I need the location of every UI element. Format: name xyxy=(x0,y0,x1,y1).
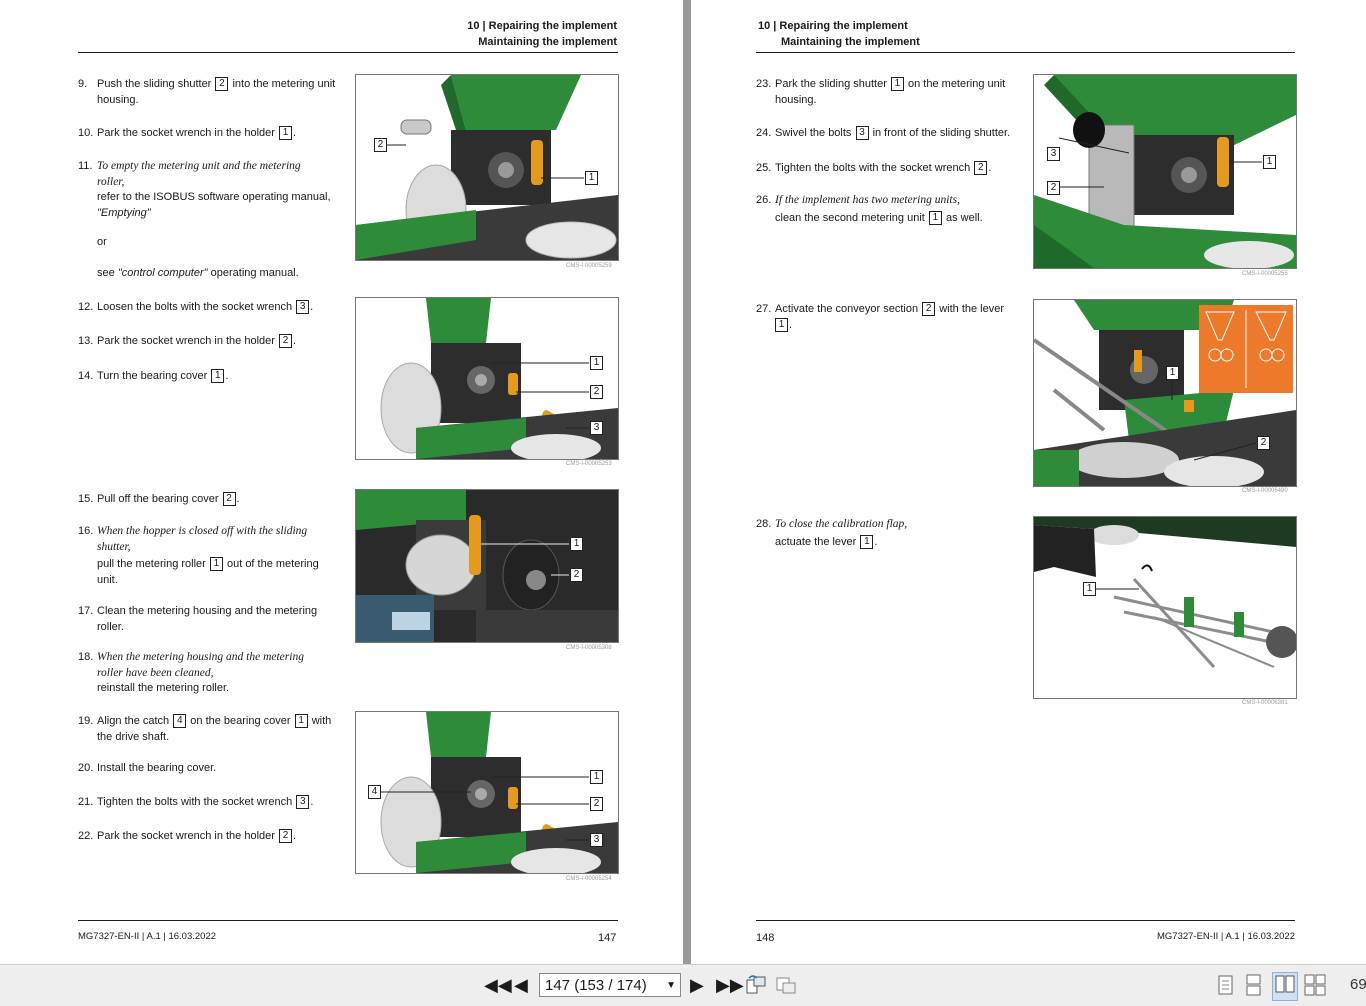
two-page-view-icon[interactable] xyxy=(1272,972,1298,1001)
two-page-continuous-view-icon[interactable] xyxy=(1304,974,1326,1001)
callout-box: 1 xyxy=(294,714,308,729)
right-page: 10 | Repairing the implement Maintaining… xyxy=(691,0,1366,964)
callout-1: 1 xyxy=(1263,155,1276,169)
callout-2: 2 xyxy=(1257,436,1270,450)
viewer-toolbar: ◀◀ ◀ 147 (153 / 174) ▼ ▶ ▶▶ 69 xyxy=(0,964,1366,1006)
figure-code: CMS-I-00006490 xyxy=(1242,488,1288,494)
single-page-view-icon[interactable] xyxy=(1218,974,1234,1001)
callout-1: 1 xyxy=(590,356,603,370)
figure-metering-unit-shutter: 2 1 xyxy=(355,74,619,261)
header-section: Maintaining the implement xyxy=(781,36,920,48)
callout-box: 2 xyxy=(279,334,292,349)
callout-box: 1 xyxy=(890,77,904,92)
callout-2: 2 xyxy=(590,797,603,811)
callout-box: 2 xyxy=(279,829,292,844)
callout-box: 2 xyxy=(974,161,988,176)
footer-doc-id: MG7327-EN-II | A.1 | 16.03.2022 xyxy=(1156,931,1295,942)
callout-box: 4 xyxy=(173,714,187,729)
callout-1: 1 xyxy=(1083,582,1096,596)
figure-bearing-cover-bolts: 1 2 3 xyxy=(355,297,619,460)
step-11-see: see "control computer" operating manual. xyxy=(97,267,299,279)
zoom-level[interactable]: 69 xyxy=(1350,976,1366,993)
next-page-icon[interactable]: ▶ xyxy=(690,975,704,995)
page-number: 147 xyxy=(598,932,617,944)
page-selector[interactable]: 147 (153 / 174) ▼ xyxy=(539,973,681,997)
figure-code: CMS-I-00005254 xyxy=(566,876,612,882)
chevron-down-icon: ▼ xyxy=(666,980,676,991)
copy-view-icon[interactable] xyxy=(775,974,797,1001)
callout-box: 1 xyxy=(775,317,788,332)
header-chapter: 10 | Repairing the implement xyxy=(467,20,617,32)
figure-code: CMS-I-00006381 xyxy=(1242,700,1288,706)
left-page: 10 | Repairing the implement Maintaining… xyxy=(0,0,683,964)
first-page-icon[interactable]: ◀◀ xyxy=(484,975,512,995)
step-condition: If the implement has two metering units, xyxy=(775,194,960,206)
page-number: 148 xyxy=(756,932,775,944)
continuous-view-icon[interactable] xyxy=(1246,974,1262,1001)
last-page-icon[interactable]: ▶▶ xyxy=(716,975,744,995)
rotate-view-icon[interactable] xyxy=(745,974,767,1001)
figure-conveyor-section-lever: 1 2 xyxy=(1033,299,1297,487)
step-condition: When the metering housing and the meteri… xyxy=(97,651,304,663)
step-11-or: or xyxy=(97,236,107,248)
callout-box: 2 xyxy=(215,77,229,92)
figure-sliding-shutter-parked: 3 2 1 xyxy=(1033,74,1297,269)
callout-box: 1 xyxy=(279,126,292,141)
figure-bearing-cover-install: 4 1 2 3 xyxy=(355,711,619,874)
callout-box: 1 xyxy=(928,210,942,225)
figure-code: CMS-I-00005259 xyxy=(566,263,612,269)
callout-box: 2 xyxy=(222,492,236,507)
step-condition: To close the calibration flap, xyxy=(775,518,908,530)
callout-box: 3 xyxy=(855,126,869,141)
callout-box: 1 xyxy=(209,557,223,572)
page-header: 10 | Repairing the implement Maintaining… xyxy=(758,18,920,50)
step-condition: To empty the metering unit and the meter… xyxy=(97,160,301,172)
callout-3: 3 xyxy=(1047,147,1060,161)
figure-metering-roller-removal: 1 2 xyxy=(355,489,619,643)
callout-1: 1 xyxy=(1166,366,1179,380)
callout-1: 1 xyxy=(570,537,583,551)
header-chapter: 10 | Repairing the implement xyxy=(758,20,908,32)
callout-box: 3 xyxy=(296,795,310,810)
header-rule xyxy=(756,52,1295,53)
header-section: Maintaining the implement xyxy=(478,36,617,48)
header-rule xyxy=(78,52,618,53)
page-header: 10 | Repairing the implement Maintaining… xyxy=(400,18,617,50)
callout-3: 3 xyxy=(590,833,603,847)
figure-code: CMS-I-00005255 xyxy=(1242,271,1288,277)
footer-doc-id: MG7327-EN-II | A.1 | 16.03.2022 xyxy=(78,931,217,942)
callout-2: 2 xyxy=(1047,181,1060,195)
callout-box: 1 xyxy=(211,369,225,384)
figure-code: CMS-I-00005308 xyxy=(566,645,612,651)
callout-2: 2 xyxy=(570,568,583,582)
callout-box: 2 xyxy=(922,302,936,317)
callout-1: 1 xyxy=(590,770,603,784)
footer-rule xyxy=(756,920,1295,921)
step-condition: When the hopper is closed off with the s… xyxy=(97,525,308,537)
callout-2: 2 xyxy=(374,138,387,152)
callout-1: 1 xyxy=(585,171,598,185)
callout-4: 4 xyxy=(368,785,381,799)
footer-rule xyxy=(78,920,618,921)
callout-box: 1 xyxy=(860,534,874,549)
figure-calibration-flap-lever: 1 xyxy=(1033,516,1297,699)
callout-2: 2 xyxy=(590,385,603,399)
callout-box: 3 xyxy=(296,300,310,315)
previous-page-icon[interactable]: ◀ xyxy=(514,975,528,995)
callout-3: 3 xyxy=(590,421,603,435)
figure-code: CMS-I-00005253 xyxy=(566,461,612,467)
